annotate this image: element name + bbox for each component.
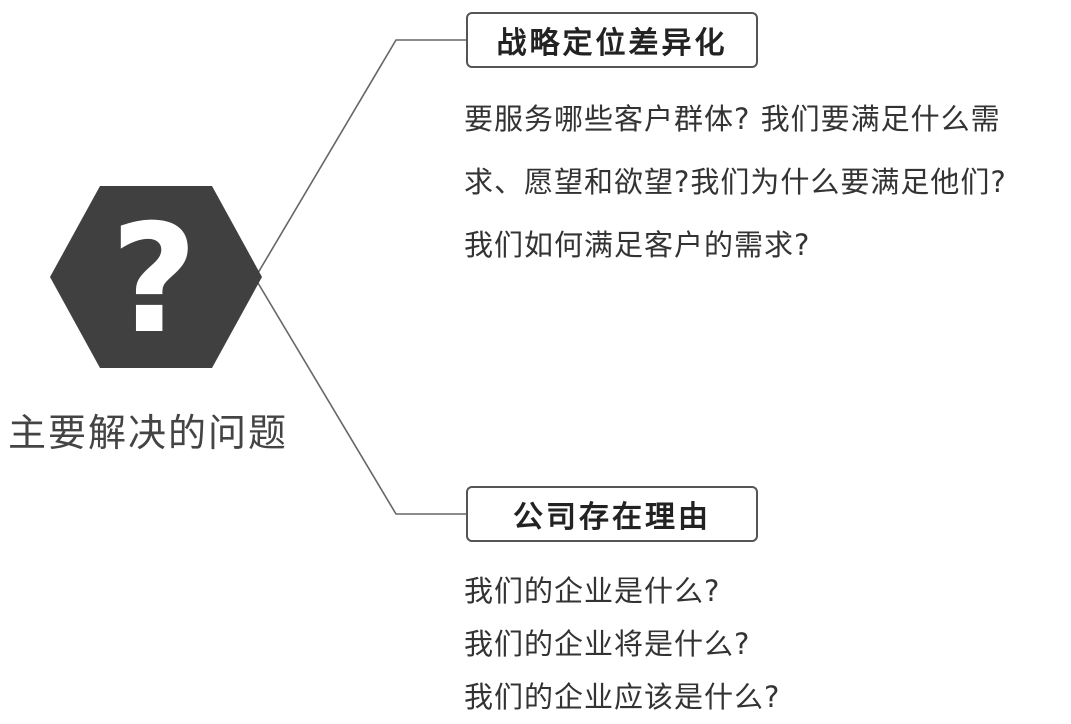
branch-title-strategy: 战略定位差异化 [496,26,728,61]
detail-line: 我们如何满足客户的需求? [464,228,811,262]
branch-box-purpose: 公司存在理由 [466,486,758,542]
hexagon-shape [50,186,262,368]
branch-details-purpose: 我们的企业是什么? 我们的企业将是什么? 我们的企业应该是什么? [464,565,780,724]
central-hexagon: ? [50,186,262,368]
branch-title-purpose: 公司存在理由 [513,500,711,535]
question-mark-icon: ? [110,193,197,367]
detail-line: 我们的企业将是什么? [464,627,751,661]
branch-box-strategy: 战略定位差异化 [466,12,758,68]
connector-line-top [254,39,466,279]
detail-line: 我们的企业是什么? [464,574,721,608]
central-topic-label: 主要解决的问题 [8,411,289,455]
detail-line: 我们的企业应该是什么? [464,680,781,714]
connector-line-bottom [254,277,466,515]
branch-details-strategy: 要服务哪些客户群体? 我们要满足什么需 求、愿望和欲望?我们为什么要满足他们? … [464,88,1007,277]
detail-line: 求、愿望和欲望?我们为什么要满足他们? [464,165,1007,199]
detail-line: 要服务哪些客户群体? 我们要满足什么需 [464,102,1001,136]
